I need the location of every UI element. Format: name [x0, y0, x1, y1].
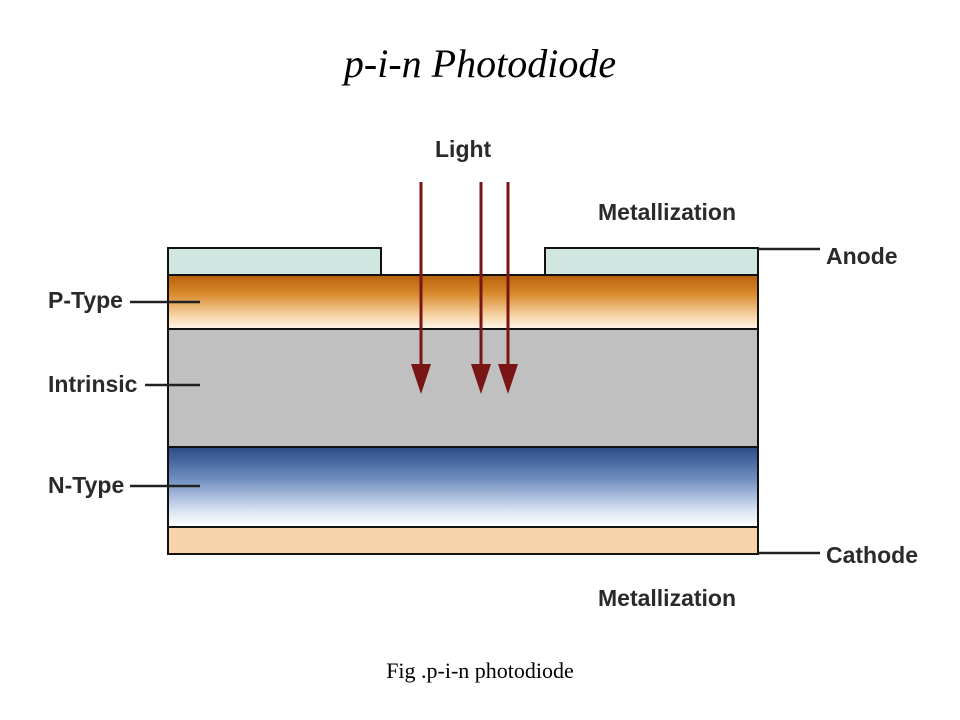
light-label: Light	[435, 136, 492, 162]
page-title: p-i-n Photodiode	[343, 41, 617, 86]
intrinsic-layer	[167, 328, 759, 448]
figure-caption: Fig .p-i-n photodiode	[386, 658, 574, 683]
metallization-bottom-label: Metallization	[598, 585, 736, 611]
metallization-top-label: Metallization	[598, 199, 736, 225]
cathode-label: Cathode	[826, 542, 918, 568]
anode-contact-left	[167, 247, 382, 276]
leader-lines	[130, 247, 820, 555]
n-type-layer	[167, 446, 759, 528]
anode-label: Anode	[826, 243, 898, 269]
p-type-layer	[167, 274, 759, 330]
light-arrows	[411, 182, 518, 394]
light-arrowhead-3	[498, 364, 518, 394]
intrinsic-label: Intrinsic	[48, 371, 138, 397]
light-arrowhead-2	[471, 364, 491, 394]
cathode-metal-layer	[167, 526, 759, 555]
anode-contact-right	[544, 247, 759, 276]
p-type-label: P-Type	[48, 287, 123, 313]
n-type-label: N-Type	[48, 472, 124, 498]
light-arrowhead-1	[411, 364, 431, 394]
